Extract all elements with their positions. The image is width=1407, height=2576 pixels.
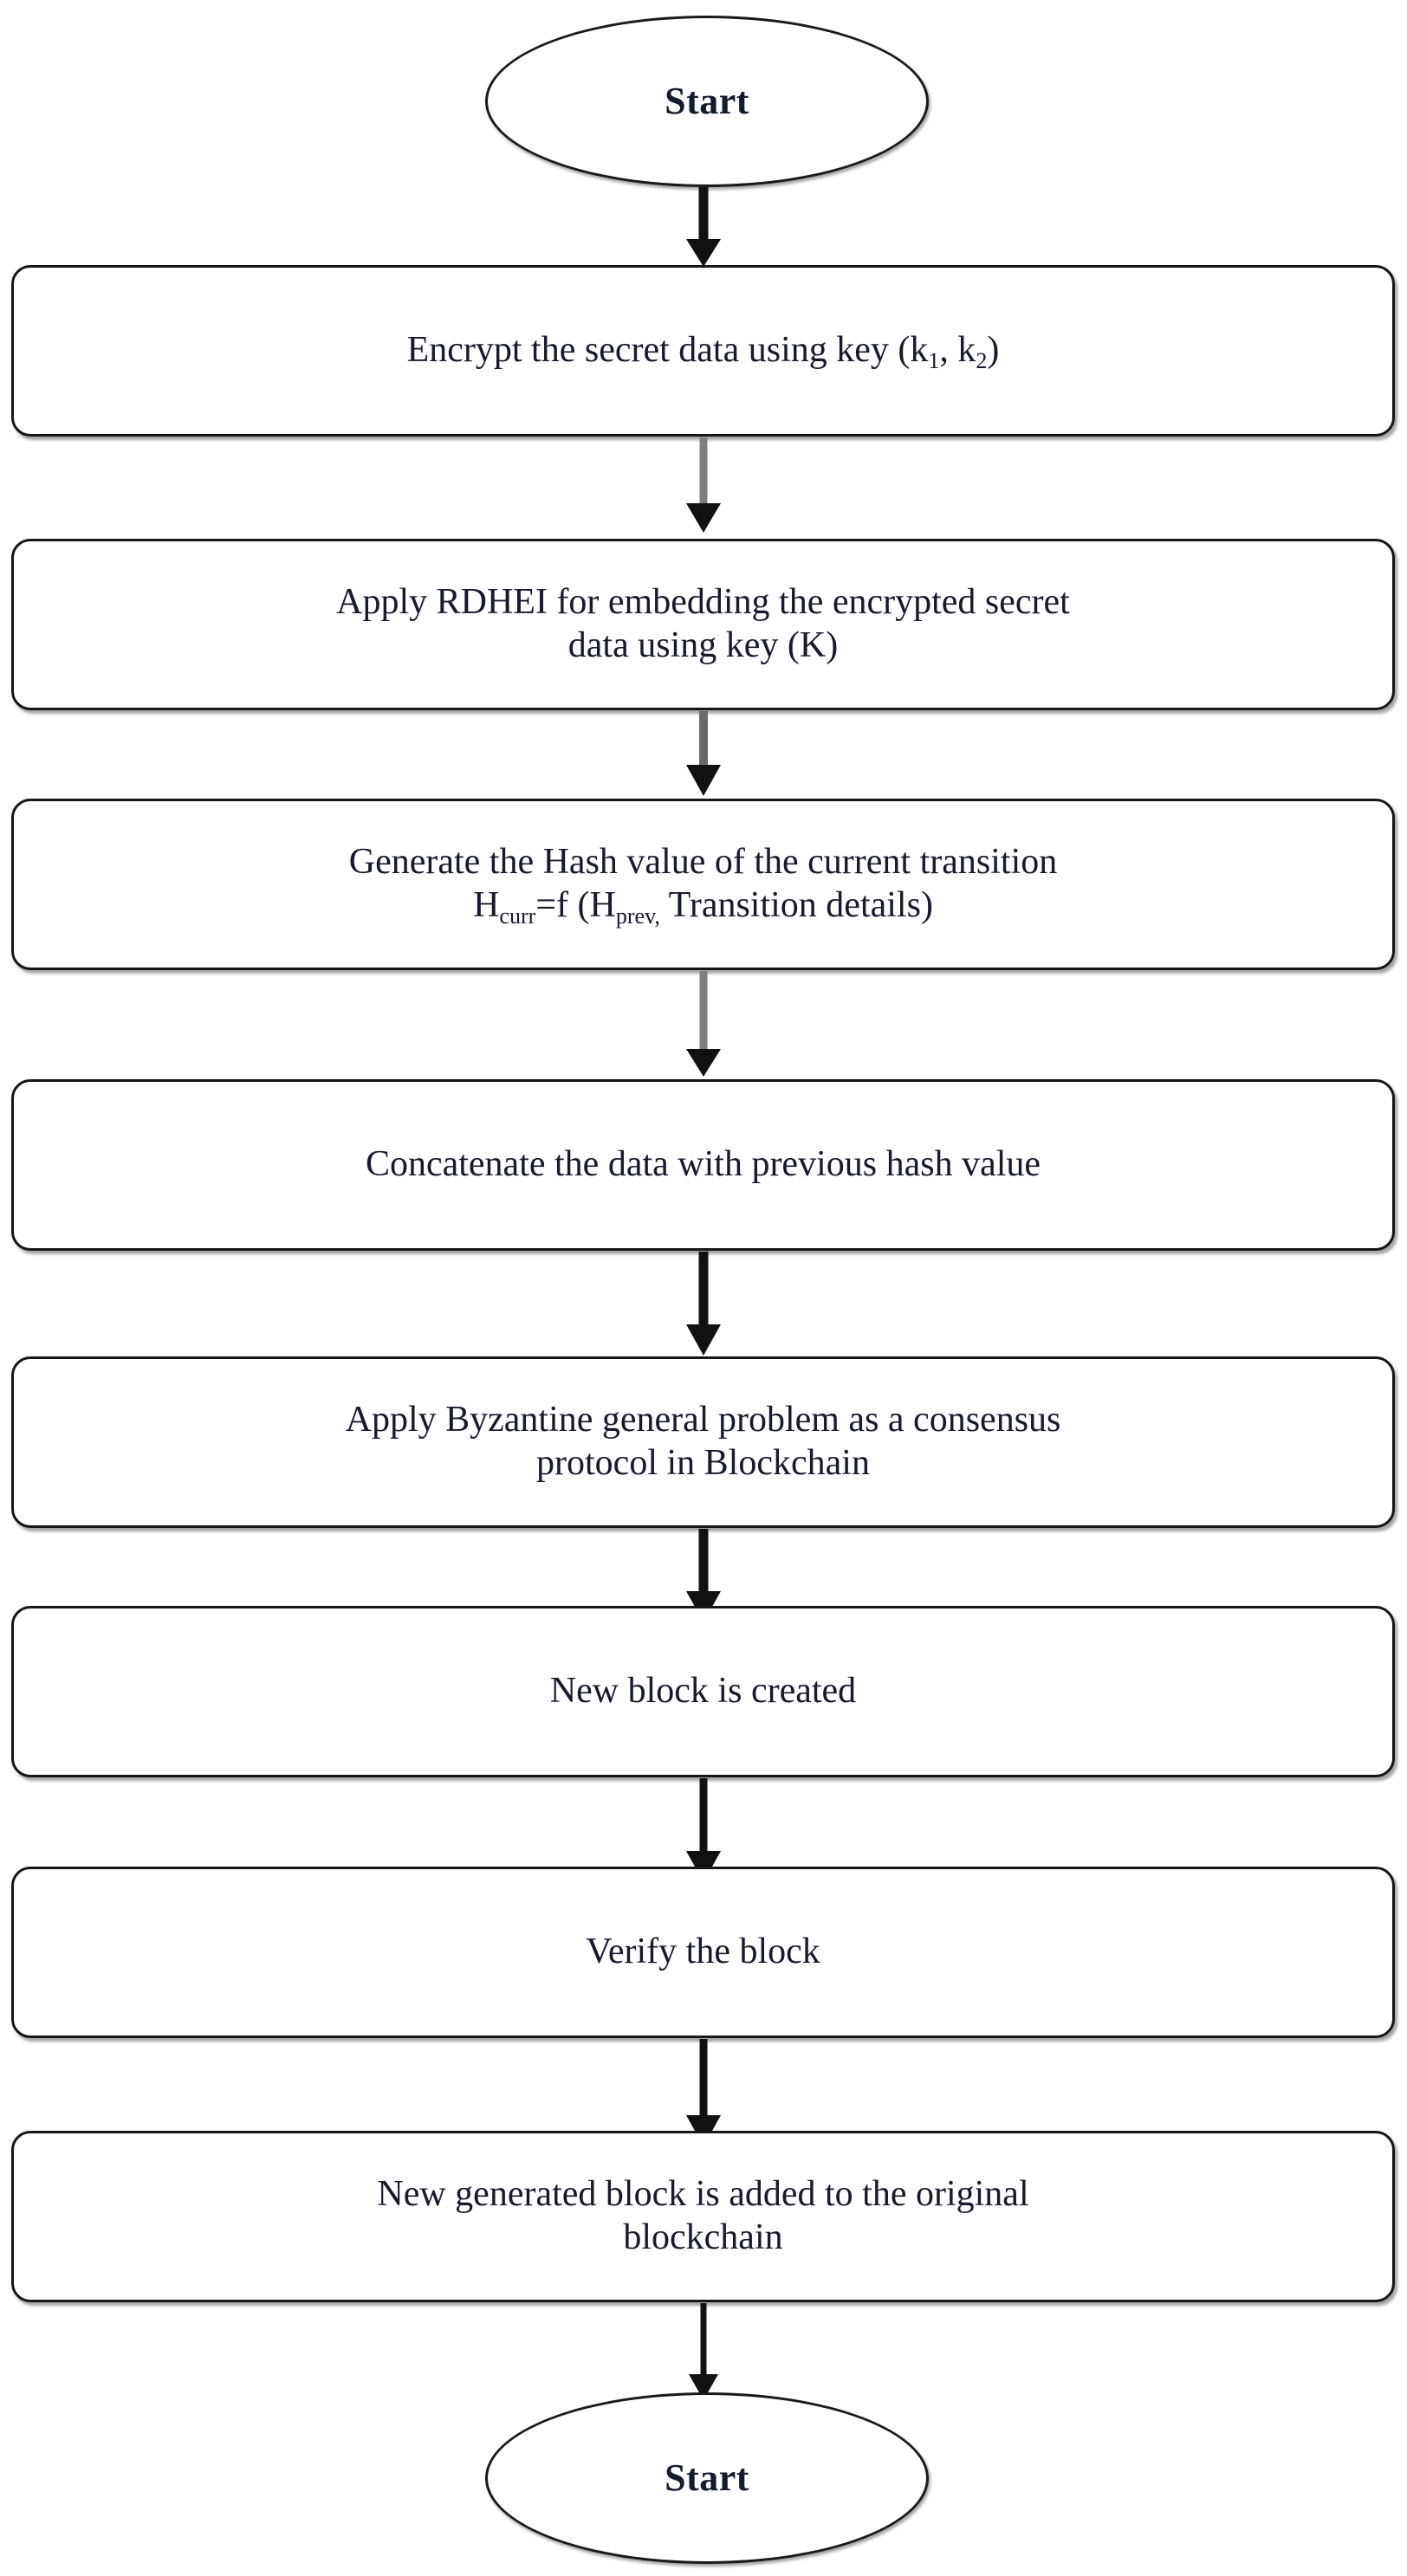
edge-arrowhead (686, 503, 721, 533)
edge-shaft (699, 437, 708, 509)
step1-text-b: , k (939, 330, 976, 371)
edge-arrowhead (686, 239, 721, 267)
node-step3[interactable]: Generate the Hash value of the current t… (11, 799, 1395, 970)
node-step5-label: Apply Byzantine general problem as a con… (14, 1399, 1392, 1485)
node-start[interactable]: Start (485, 16, 929, 187)
node-step7[interactable]: Verify the block (11, 1867, 1395, 2038)
step3-formula-tail: Transition details) (659, 885, 933, 925)
edge-shaft (700, 2303, 707, 2381)
edge-shaft (699, 711, 708, 772)
node-step2[interactable]: Apply RDHEI for embedding the encrypted … (11, 539, 1395, 710)
node-step2-label: Apply RDHEI for embedding the encrypted … (14, 581, 1392, 667)
node-step4-label: Concatenate the data with previous hash … (365, 1144, 1041, 1185)
edge-shaft (698, 1529, 709, 1598)
node-step5[interactable]: Apply Byzantine general problem as a con… (11, 1356, 1395, 1528)
edge-arrowhead (686, 765, 721, 796)
node-step8[interactable]: New generated block is added to the orig… (11, 2131, 1395, 2302)
step8-text-b: blockchain (623, 2217, 783, 2257)
node-step6-label: New block is created (549, 1671, 857, 1712)
edge-shaft (698, 1252, 709, 1330)
step2-text-a: Apply RDHEI for embedding the encrypted … (336, 582, 1070, 623)
node-start-label: Start (665, 80, 749, 122)
node-step6[interactable]: New block is created (11, 1606, 1395, 1777)
edge-arrowhead (686, 1049, 721, 1077)
edge-shaft (699, 971, 708, 1054)
step5-text-a: Apply Byzantine general problem as a con… (345, 1400, 1061, 1440)
node-step4[interactable]: Concatenate the data with previous hash … (11, 1079, 1395, 1251)
node-step7-label: Verify the block (586, 1932, 820, 1972)
step1-sub-1: 1 (928, 348, 940, 374)
step3-text-a: Generate the Hash value of the current t… (348, 842, 1058, 883)
step3-formula-mid: =f (H (535, 885, 616, 925)
step3-sub-curr: curr (499, 903, 536, 929)
step5-text-b: protocol in Blockchain (536, 1443, 870, 1483)
step2-text-b: data using key (K) (567, 625, 839, 665)
step3-sub-prev: prev, (615, 903, 660, 929)
node-step8-label: New generated block is added to the orig… (14, 2173, 1392, 2259)
step1-sub-2: 2 (976, 348, 988, 374)
step1-text-a: Encrypt the secret data using key (k (406, 330, 929, 371)
step3-formula-h: H (473, 885, 500, 925)
step1-text-c: ) (987, 330, 1000, 371)
edge-arrowhead (686, 1324, 721, 1356)
node-step1[interactable]: Encrypt the secret data using key (k1, k… (11, 265, 1395, 437)
edge-shaft (699, 2039, 708, 2122)
node-end-label: Start (665, 2456, 749, 2499)
node-end[interactable]: Start (485, 2392, 929, 2564)
step8-text-a: New generated block is added to the orig… (377, 2174, 1029, 2215)
edge-shaft (699, 1778, 708, 1858)
edge-shaft (698, 187, 709, 244)
node-step1-label: Encrypt the secret data using key (k1, k… (14, 329, 1392, 372)
node-step3-label: Generate the Hash value of the current t… (14, 841, 1392, 927)
